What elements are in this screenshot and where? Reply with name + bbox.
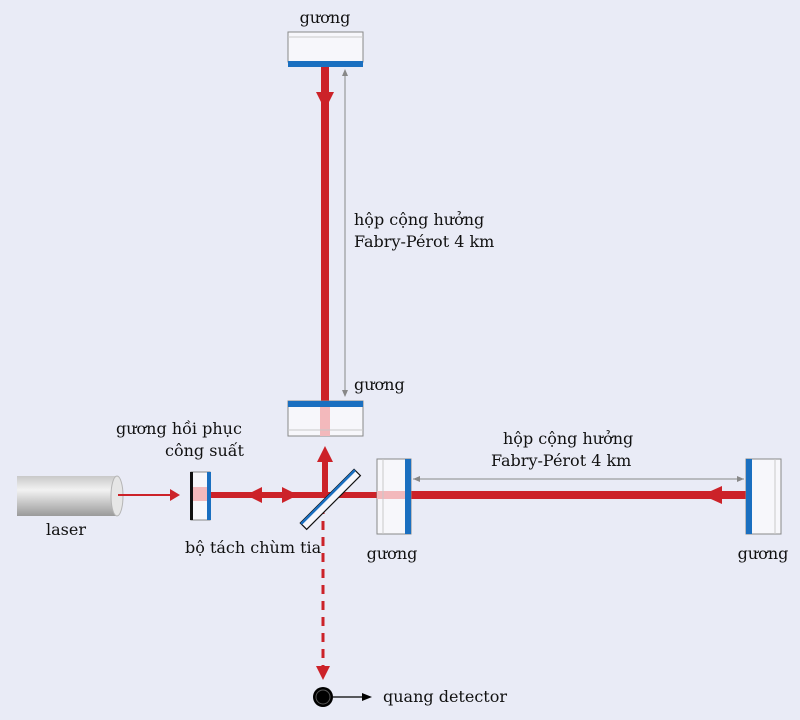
dimension-line-horizontal: [413, 476, 744, 482]
label-photodetector: quang detector: [383, 687, 507, 706]
mirror-inner-vertical: [287, 400, 364, 437]
label-cavity-vertical-line1: hộp cộng hưởng: [354, 210, 485, 229]
label-power-recycling-line1: gương hồi phục: [116, 419, 242, 438]
output-beam-arrow: [316, 666, 330, 680]
beam-arrow-left: [246, 487, 262, 503]
label-cavity-vertical-line2: Fabry-Pérot 4 km: [354, 232, 495, 251]
mirror-end-horizontal: [745, 458, 782, 535]
beam-arrow-up: [317, 446, 333, 462]
laser-source: [17, 475, 124, 517]
laser-beam-arrow: [170, 489, 180, 501]
label-mirror-inner-horizontal: gương: [366, 544, 418, 563]
mirror-inner-horizontal: [376, 458, 412, 535]
vertical-cavity-arrow: [316, 92, 334, 110]
beam-splitter-optic: [299, 468, 362, 531]
label-mirror-inner-vertical: gương: [354, 375, 405, 394]
mirror-top-end: [287, 31, 364, 67]
label-mirror-top: gương: [299, 8, 351, 27]
label-power-recycling-line2: công suất: [165, 441, 244, 460]
label-cavity-horizontal-line1: hộp cộng hưởng: [503, 429, 634, 448]
dimension-line-vertical: [342, 69, 348, 397]
beam-arrow-right: [282, 487, 298, 503]
label-beam-splitter: bộ tách chùm tia: [185, 538, 322, 557]
label-mirror-end-horizontal: gương: [737, 544, 789, 563]
label-cavity-horizontal-line2: Fabry-Pérot 4 km: [491, 451, 632, 470]
power-recycling-mirror: [190, 471, 211, 521]
label-laser: laser: [46, 520, 86, 539]
photodetector-icon: [313, 687, 372, 707]
horizontal-cavity-arrow: [702, 486, 722, 504]
